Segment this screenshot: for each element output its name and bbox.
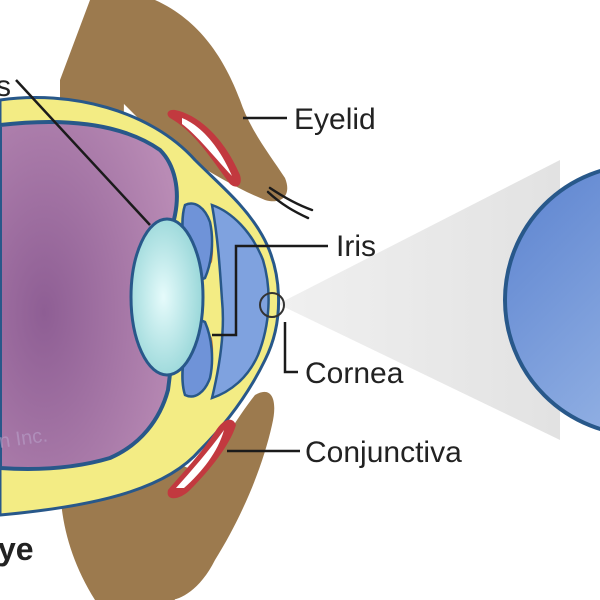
zoom-beam: [278, 160, 560, 440]
lower-eyelid-skin: [110, 391, 275, 600]
iris-label: Iris: [336, 230, 376, 263]
conjunctiva-label: Conjunctiva: [305, 436, 462, 469]
upper-eyelid-skin: [90, 0, 288, 202]
upper-conjunctiva-inner: [182, 118, 232, 176]
eyelid-label: Eyelid: [294, 103, 376, 136]
anterior-chamber: [210, 203, 270, 400]
lens-leader-line: [15, 79, 151, 226]
lens: [129, 217, 205, 377]
cornea-label: Cornea: [305, 357, 404, 390]
eyelashes: [266, 186, 314, 220]
diagram-title: ye: [0, 531, 34, 567]
cornea-leader-line: [283, 322, 298, 374]
upper-conjunctiva: [167, 109, 241, 187]
lens-label: s: [0, 70, 11, 103]
cornea-zoom-marker: [259, 292, 285, 318]
zoom-magnified-circle: [503, 169, 600, 431]
iris-leader-line: [212, 244, 328, 337]
